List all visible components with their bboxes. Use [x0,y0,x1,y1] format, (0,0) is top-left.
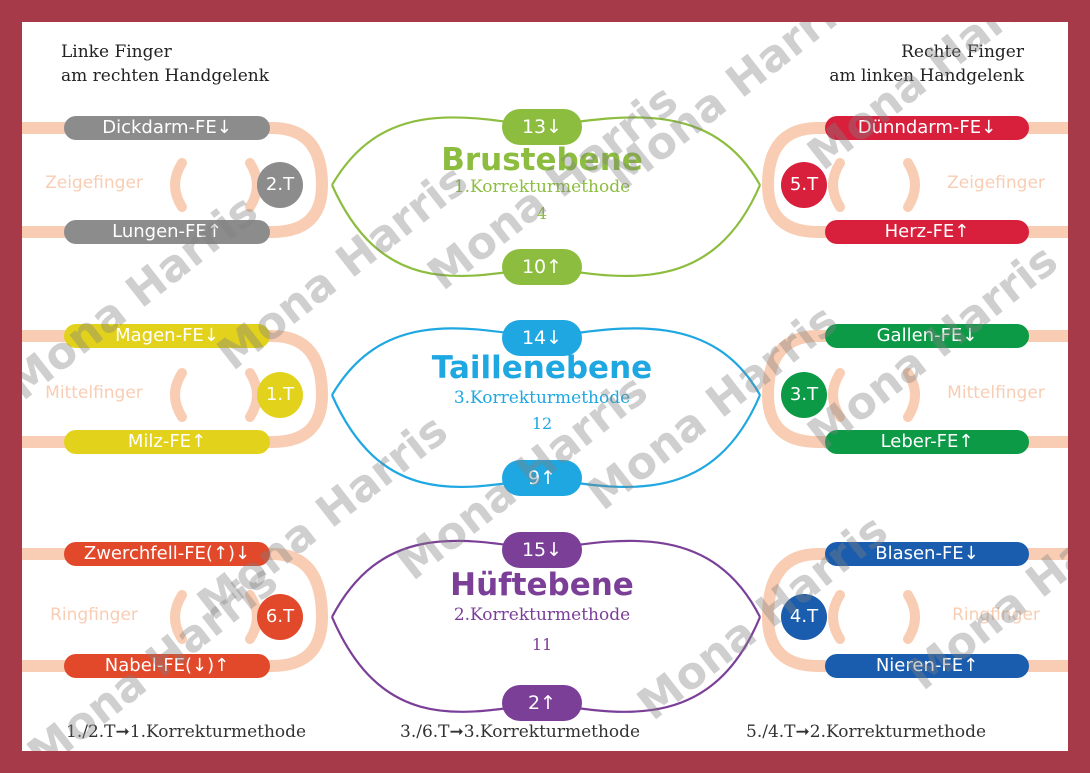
right-finger-label: Ringfinger [952,605,1040,625]
right-finger-label: Zeigefinger [947,173,1045,193]
plane-method: 1.Korrekturmethode [453,177,631,197]
diagram-card: Linke Finger am rechten Handgelenk Recht… [22,22,1068,751]
right-finger-label: Mittelfinger [947,383,1045,403]
plane-bottom-point-oval: 2↑ [502,685,582,721]
right-top-meridian-pill: Gallen-FE↓ [825,324,1029,348]
footer-note-1: 1./2.T➞1.Korrekturmethode [66,722,307,742]
right-header-line-1: Rechte Finger [901,42,1024,62]
plane-top-point-oval: 14↓ [502,320,582,356]
finger-joint-arc [245,368,262,422]
finger-joint-arc [903,590,920,644]
connection-lines [22,116,1068,713]
right-bottom-meridian-pill: Leber-FE↑ [825,430,1029,454]
right-bottom-meridian-pill: Herz-FE↑ [825,220,1029,244]
right-point-circle: 5.T [781,162,827,208]
left-header: Linke Finger am rechten Handgelenk [61,40,269,88]
plane-bottom-point-oval: 10↑ [502,249,582,285]
plane-top-point-oval: 15↓ [502,532,582,568]
finger-joint-arc [245,590,262,644]
plane-title: Hüftebene [450,567,634,603]
left-point-circle: 2.T [257,162,303,208]
left-bottom-meridian-pill: Milz-FE↑ [64,430,270,454]
finger-joint-arc [903,368,920,422]
left-point-circle: 1.T [257,372,303,418]
finger-joint-arc [828,590,845,644]
left-top-meridian-pill: Zwerchfell-FE(↑)↓ [64,542,270,566]
left-bottom-meridian-pill: Nabel-FE(↓)↑ [64,654,270,678]
left-point-circle: 6.T [257,594,303,640]
footer-note-2: 3./6.T➞3.Korrekturmethode [400,722,641,742]
plane-title: Brustebene [441,142,643,178]
left-bottom-meridian-pill: Lungen-FE↑ [64,220,270,244]
right-finger-band [761,122,1068,238]
right-top-meridian-pill: Dünndarm-FE↓ [825,116,1029,140]
plane-title: Taillenebene [431,350,653,386]
plane-number: 11 [531,635,553,654]
left-finger-band [22,330,329,448]
left-finger-label: Ringfinger [50,605,138,625]
left-header-line-1: Linke Finger [61,42,172,62]
left-finger-label: Mittelfinger [45,383,143,403]
right-point-circle: 3.T [781,372,827,418]
left-top-meridian-pill: Magen-FE↓ [64,324,270,348]
finger-joint-arc [170,158,187,212]
right-finger-band [761,548,1068,672]
left-top-meridian-pill: Dickdarm-FE↓ [64,116,270,140]
left-finger-band [22,122,329,238]
right-top-meridian-pill: Blasen-FE↓ [825,542,1029,566]
finger-joint-arc [170,368,187,422]
finger-joint-arc [903,158,920,212]
finger-joint-arc [245,158,262,212]
finger-joint-arc [828,368,845,422]
right-header: Rechte Finger am linken Handgelenk [829,40,1024,88]
finger-joint-arc [828,158,845,212]
plane-bottom-point-oval: 9↑ [502,460,582,496]
right-finger-band [761,330,1068,448]
right-header-line-2: am linken Handgelenk [829,66,1024,86]
plane-method: 2.Korrekturmethode [453,605,631,625]
plane-method: 3.Korrekturmethode [453,388,631,408]
plane-number: 4 [536,204,548,223]
plane-top-point-oval: 13↓ [502,109,582,145]
right-bottom-meridian-pill: Nieren-FE↑ [825,654,1029,678]
plane-number: 12 [531,414,553,433]
left-finger-band [22,548,329,672]
left-finger-label: Zeigefinger [45,173,143,193]
footer-note-3: 5./4.T➞2.Korrekturmethode [746,722,987,742]
right-point-circle: 4.T [781,594,827,640]
left-header-line-2: am rechten Handgelenk [61,66,270,86]
finger-joint-arc [170,590,187,644]
